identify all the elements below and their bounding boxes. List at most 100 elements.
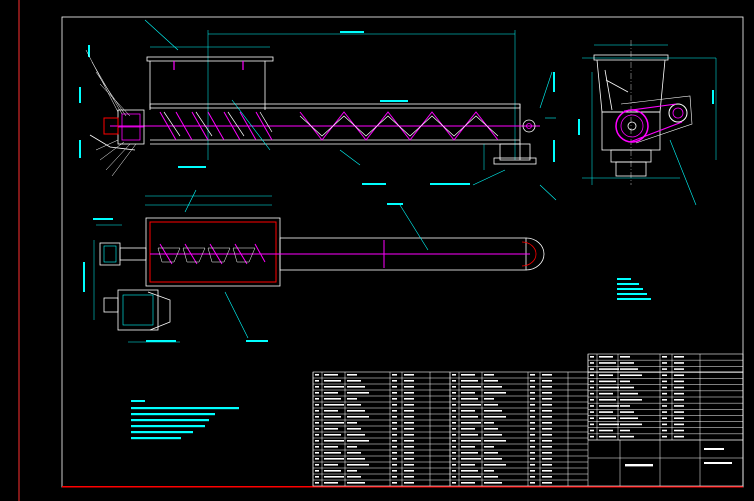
parts-list-qty (662, 417, 667, 420)
notes-line (131, 407, 239, 410)
parts-list-qty (392, 428, 397, 430)
end-view-hopper-rib (604, 69, 629, 111)
parts-list-material (674, 392, 684, 395)
parts-list-material (404, 428, 414, 430)
parts-list-material (542, 380, 552, 382)
parts-list-index (452, 482, 456, 484)
parts-list-material (404, 476, 414, 478)
parts-list-name (484, 374, 494, 376)
parts-list-qty (392, 452, 397, 454)
parts-list-name (347, 374, 357, 376)
parts-list-code (461, 416, 478, 418)
parts-list-material (542, 404, 552, 406)
leader-line (224, 291, 249, 339)
parts-list-qty (392, 410, 397, 412)
parts-list-name (347, 440, 369, 442)
parts-list-material (674, 374, 684, 377)
parts-list-qty (530, 452, 535, 454)
parts-list-material (404, 458, 414, 460)
parts-list-code (599, 356, 613, 358)
parts-list-material (542, 398, 552, 400)
parts-list-code (324, 428, 338, 430)
parts-list-code (324, 392, 338, 394)
parts-list-code (461, 380, 478, 382)
parts-list-material (674, 362, 684, 364)
parts-list-qty (530, 422, 535, 424)
parts-list-qty (662, 386, 667, 389)
leader-line (669, 139, 697, 206)
parts-list-qty (392, 374, 397, 376)
parts-list-material (404, 410, 414, 412)
parts-list-qty (530, 392, 535, 394)
end-view-label (712, 90, 714, 104)
parts-list-name (347, 422, 357, 424)
parts-list-code (324, 386, 344, 388)
parts-list-material (404, 398, 414, 400)
parts-list-code (461, 482, 475, 484)
parts-list-qty (530, 446, 535, 448)
parts-list-qty (392, 440, 397, 442)
parts-list-index (315, 380, 319, 382)
parts-list-index (315, 470, 319, 472)
plan-label-blocks (83, 203, 403, 342)
parts-list-code (599, 362, 616, 364)
parts-list-code (461, 458, 481, 460)
parts-list-qty (662, 368, 667, 370)
parts-list-index (590, 399, 594, 401)
tail-bearing-bore (526, 123, 532, 129)
outlet-chute-icon (499, 143, 531, 161)
parts-list-name (620, 368, 638, 370)
parts-list-name (484, 422, 494, 424)
parts-list-code (461, 398, 478, 400)
parts-list-code (599, 368, 619, 370)
parts-list-index (590, 417, 594, 420)
parts-list-name (620, 374, 642, 377)
parts-list-material (404, 464, 414, 466)
parts-list-name (620, 386, 634, 389)
parts-list-index (452, 398, 456, 400)
parts-list-code (324, 458, 344, 460)
parts-list-index (315, 398, 319, 400)
leader-line (539, 71, 553, 109)
parts-list-name (484, 458, 502, 460)
parts-list-qty (392, 464, 397, 466)
parts-list-code (324, 416, 341, 418)
parts-list-name (620, 399, 642, 401)
parts-list-material (404, 380, 414, 382)
parts-list-index (315, 434, 319, 436)
parts-list-qty (392, 482, 397, 484)
parts-list-index (590, 380, 594, 383)
parts-list-name (347, 464, 369, 466)
parts-list-code (599, 374, 613, 377)
parts-list-index (315, 374, 319, 376)
parts-list-material (404, 404, 414, 406)
parts-list-name (347, 482, 365, 484)
parts-list-index (590, 374, 594, 377)
parts-list-name (347, 446, 357, 448)
parts-list-qty (662, 405, 667, 407)
parts-list-index (452, 464, 456, 466)
parts-list-index (590, 362, 594, 364)
parts-list-code (599, 386, 619, 389)
parts-list-qty (662, 399, 667, 401)
parts-list-name (484, 404, 498, 406)
parts-list-code (324, 470, 341, 472)
leader-line (184, 189, 197, 213)
parts-list-code (461, 452, 478, 454)
parts-list-index (452, 434, 456, 436)
parts-list-qty (530, 386, 535, 388)
parts-list-material (404, 434, 414, 436)
parts-list-name (484, 470, 494, 472)
parts-list-name (484, 434, 502, 436)
parts-list-qty (392, 398, 397, 400)
parts-list-material (674, 435, 684, 438)
parts-list-index (315, 446, 319, 448)
parts-list-index (315, 440, 319, 442)
parts-list-code (599, 380, 616, 383)
parts-list-code (461, 446, 475, 448)
leader-line (89, 134, 136, 151)
parts-list-material (674, 429, 684, 432)
parts-list-material (674, 417, 684, 420)
parts-list-index (452, 416, 456, 418)
